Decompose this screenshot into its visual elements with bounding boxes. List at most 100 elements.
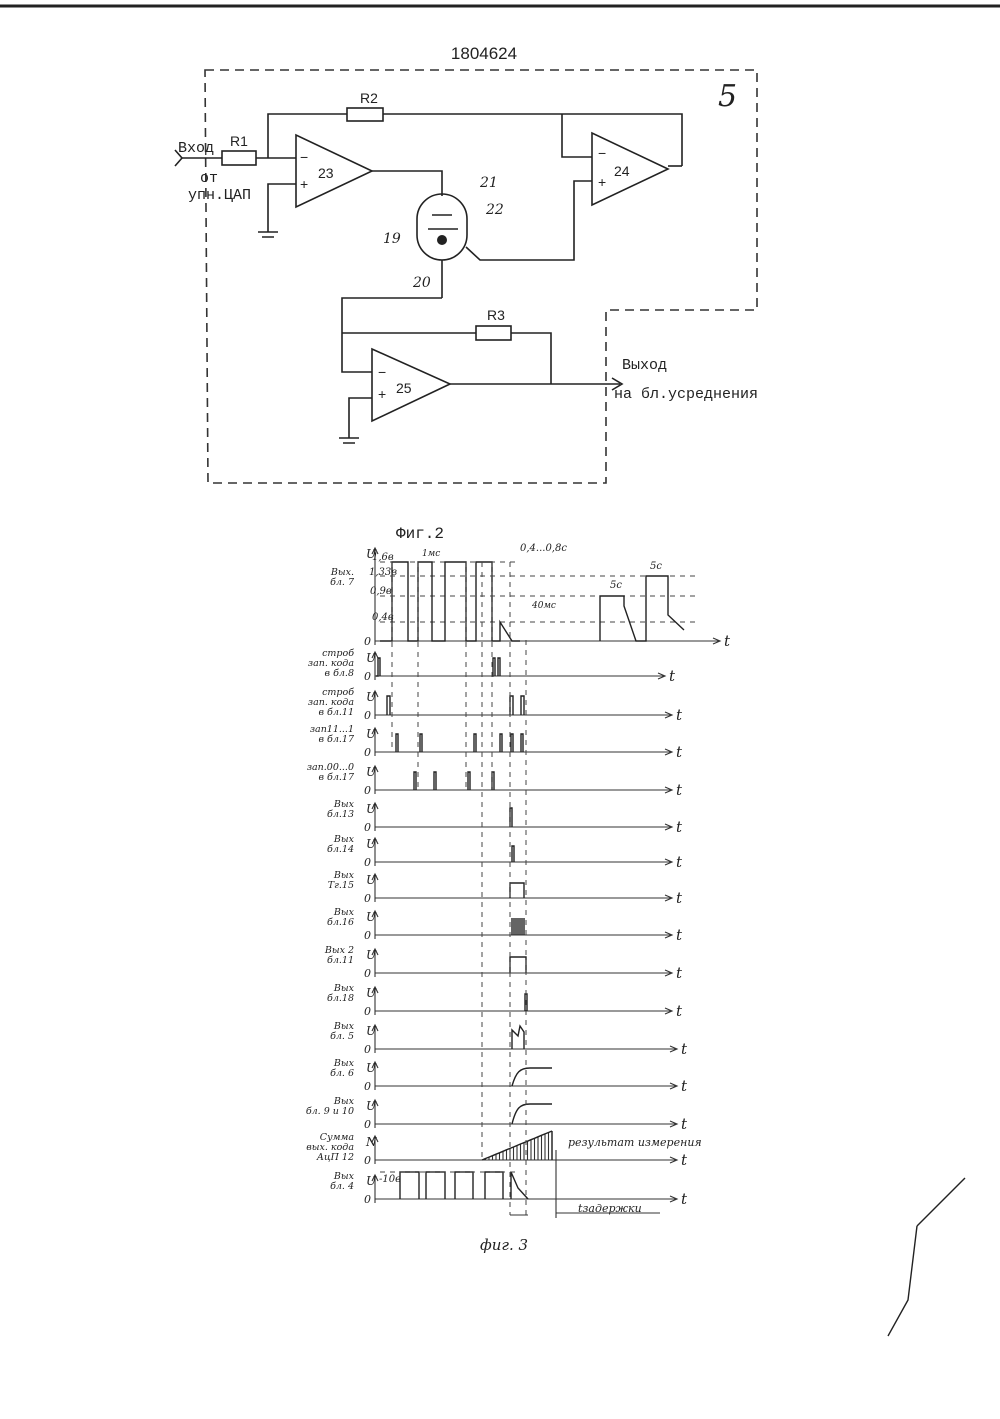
time-label: t (681, 1190, 688, 1208)
zero-label: 0 (364, 929, 371, 942)
time-label: t (676, 964, 683, 982)
zero-label: 0 (364, 967, 371, 980)
waveform-trigger-15 (510, 883, 524, 898)
wire (466, 181, 592, 260)
opamp-minus: − (378, 364, 386, 380)
axis-label: U (366, 948, 377, 962)
waveform-block-6 (512, 1068, 552, 1086)
opamp-minus: − (300, 149, 308, 165)
wire (372, 171, 442, 196)
scan-artifact-line (917, 1178, 965, 1226)
level-label: 0,9в (370, 586, 392, 597)
time-label: t (669, 667, 676, 685)
axis-label: U (366, 1099, 377, 1113)
annotation: 0,4...0,8с (520, 543, 567, 554)
wire (511, 333, 551, 384)
output-label: на бл.усреднения (614, 386, 758, 403)
resistor-r1 (222, 151, 256, 165)
row-label: бл.14 (327, 844, 354, 855)
time-label: t (681, 1077, 688, 1095)
scan-artifact-line (888, 1226, 917, 1336)
opamp-label: 25 (396, 380, 412, 396)
row-label: бл. 7 (330, 577, 355, 588)
figure-2-caption: Фиг.2 (396, 525, 444, 543)
opamp-plus: + (378, 386, 386, 402)
figure-2-circuit: 5 Вход от упн.ЦАП R1 − + 23 R2 − + 24 (175, 70, 758, 483)
time-label: t (676, 781, 683, 799)
time-label: t (676, 926, 683, 944)
zero-label: 0 (364, 709, 371, 722)
resistor-r3 (476, 326, 511, 340)
waveform-adc-sum (482, 1131, 552, 1160)
axis-label: U (366, 986, 377, 1000)
wire (268, 184, 296, 232)
waveform-block-7 (380, 562, 520, 641)
zero-label: 0 (364, 1154, 371, 1167)
resistor-label: R1 (230, 133, 248, 149)
zero-label: 0 (364, 670, 371, 683)
opamp-plus: + (300, 176, 308, 192)
row-label: Тг.15 (328, 880, 354, 891)
resistor-label: R3 (487, 307, 505, 323)
level-label: -10в (379, 1174, 401, 1185)
row-label: бл.11 (327, 955, 354, 966)
time-label: t (724, 632, 731, 650)
axis-label: U (366, 1061, 377, 1075)
opamp-minus: − (598, 145, 606, 161)
axis-label: U (366, 727, 377, 741)
resistor-label: R2 (360, 90, 378, 106)
opamp-plus: + (598, 174, 606, 190)
waveform-strobe-11 (387, 696, 524, 715)
ground-icon (339, 438, 359, 443)
axis-label: N (365, 1135, 377, 1149)
wire (349, 398, 372, 438)
time-label: t (681, 1040, 688, 1058)
row-label: бл.16 (327, 917, 354, 928)
time-label: t (676, 853, 683, 871)
zero-label: 0 (364, 856, 371, 869)
wire (342, 298, 442, 333)
tube-label: 20 (412, 275, 431, 291)
row-label: бл.18 (327, 993, 354, 1004)
zero-label: 0 (364, 635, 371, 648)
block-5-boundary (205, 70, 757, 483)
row-label: в бл.8 (325, 668, 354, 679)
waveform-block-14 (512, 846, 514, 862)
time-label: t (676, 818, 683, 836)
row-label: бл. 4 (330, 1181, 354, 1192)
zero-label: 0 (364, 1118, 371, 1131)
row-label: бл.13 (327, 809, 354, 820)
tube-cathode (437, 235, 447, 245)
level-label: 1,6в (372, 552, 394, 563)
input-label: упн.ЦАП (188, 187, 251, 204)
block-number: 5 (718, 79, 737, 114)
row-label: в бл.11 (318, 707, 354, 718)
axis-label: U (366, 910, 377, 924)
zero-label: 0 (364, 1043, 371, 1056)
annotation: 5с (650, 561, 662, 572)
row-label: в бл.17 (318, 772, 354, 783)
patent-number: 1804624 (451, 44, 517, 63)
zero-label: 0 (364, 1080, 371, 1093)
row-label: бл. 6 (330, 1068, 354, 1079)
zero-label: 0 (364, 892, 371, 905)
wire (562, 114, 592, 157)
figure-3-caption: фиг. 3 (480, 1236, 528, 1254)
axis-label: U (366, 802, 377, 816)
zero-label: 0 (364, 821, 371, 834)
input-label: Вход (178, 140, 214, 157)
waveform-block-9-10 (512, 1104, 552, 1124)
waveform-block-4 (400, 1172, 528, 1199)
level-label: 0,4в (372, 612, 394, 623)
waveform-block-16 (512, 918, 524, 935)
opamp-label: 24 (614, 163, 630, 179)
row-label: АцП 12 (316, 1152, 354, 1163)
waveform-strobe-8 (376, 658, 500, 676)
time-label: t (676, 889, 683, 907)
waveform-output2-block-11 (510, 957, 526, 973)
axis-label: U (366, 651, 377, 665)
row-label: бл. 9 и 10 (306, 1106, 354, 1117)
wire (342, 333, 372, 372)
